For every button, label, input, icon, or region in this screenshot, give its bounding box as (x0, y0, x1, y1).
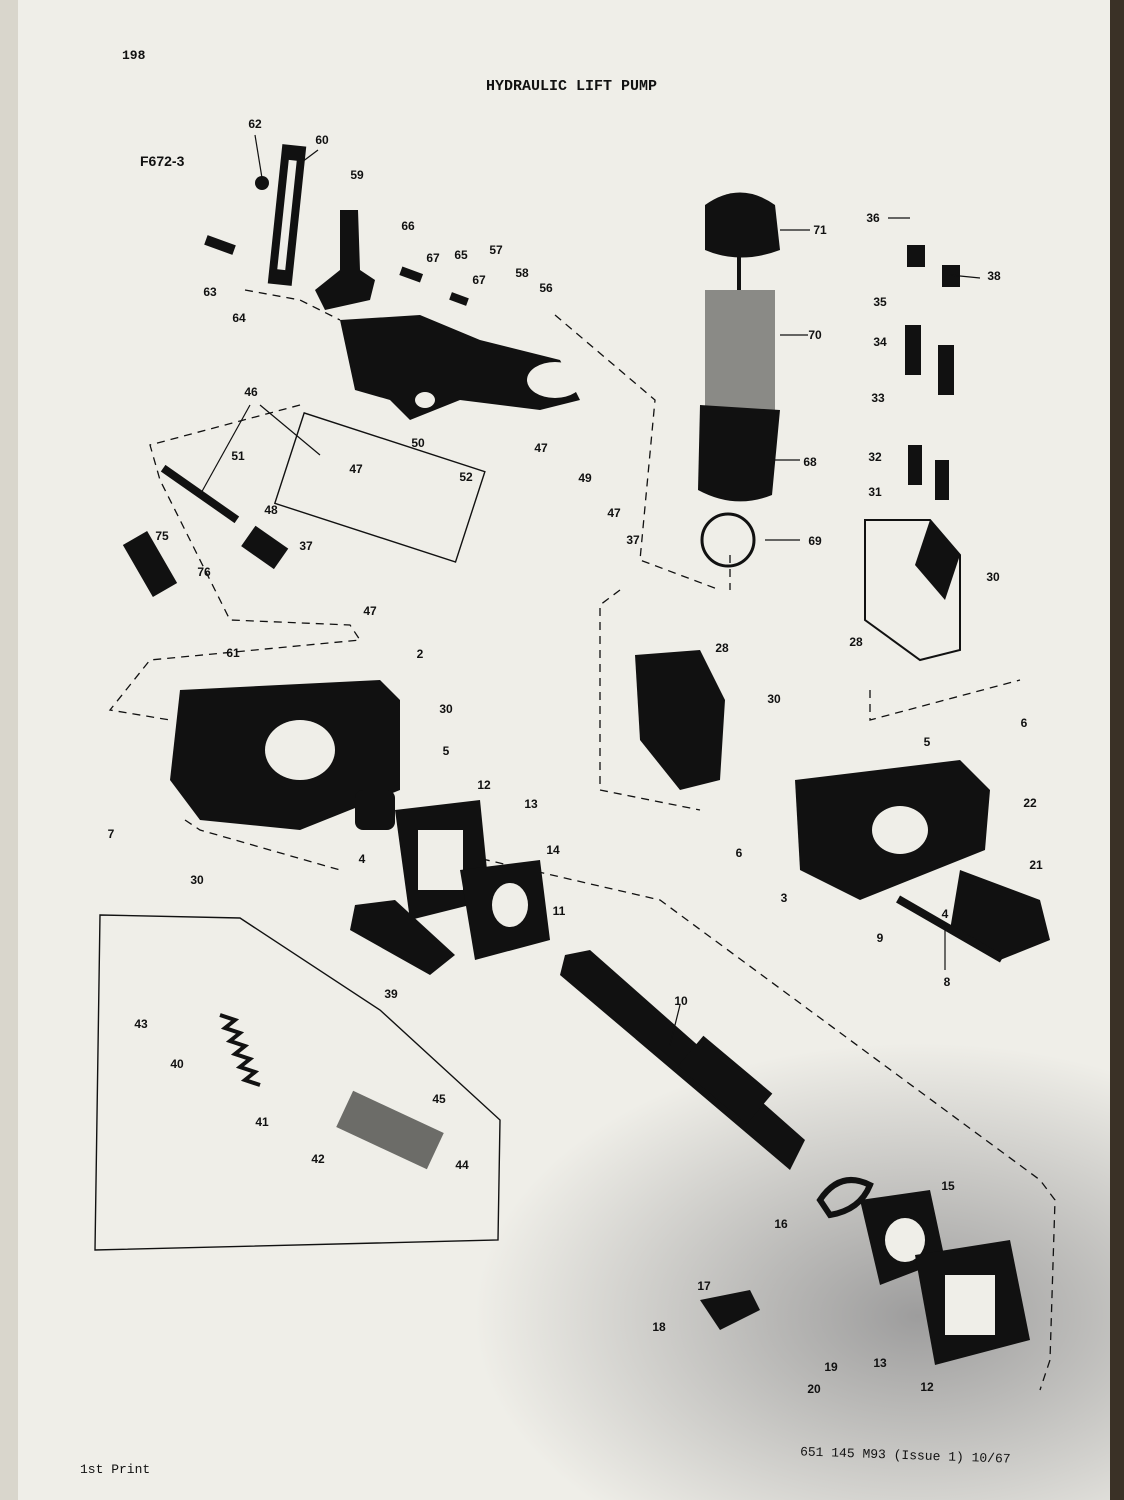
callout-10: 10 (674, 994, 688, 1008)
page-number: 198 (122, 48, 146, 63)
callout-75: 75 (155, 529, 169, 543)
callout-52: 52 (459, 470, 473, 484)
inset-boxes (94, 412, 501, 1251)
footer-print-note: 1st Print (80, 1462, 151, 1477)
callout-47a: 47 (534, 441, 548, 455)
callout-22: 22 (1023, 796, 1037, 810)
callout-14: 14 (546, 843, 560, 857)
callout-71: 71 (813, 223, 827, 237)
callout-6a: 6 (1020, 716, 1028, 730)
callout-38: 38 (987, 269, 1001, 283)
callout-47c: 47 (607, 506, 621, 520)
callout-47b: 47 (349, 462, 363, 476)
callout-49: 49 (578, 471, 592, 485)
callout-20: 20 (807, 1382, 821, 1396)
callout-9: 9 (876, 931, 884, 945)
callout-3: 3 (780, 891, 788, 905)
callout-62: 62 (248, 117, 262, 131)
callout-28a: 28 (849, 635, 863, 649)
callout-8: 8 (943, 975, 951, 989)
callout-65: 65 (454, 248, 468, 262)
callout-40: 40 (170, 1057, 184, 1071)
callout-66: 66 (401, 219, 415, 233)
callout-2: 2 (416, 647, 424, 661)
callout-6b: 6 (735, 846, 743, 860)
callout-46: 46 (244, 385, 258, 399)
assembly-guide-lines (108, 289, 1056, 1391)
callout-32: 32 (868, 450, 882, 464)
callout-4b: 4 (941, 907, 949, 921)
binder-edge (0, 0, 18, 1500)
callout-45: 45 (432, 1092, 446, 1106)
callout-58: 58 (515, 266, 529, 280)
callout-63: 63 (203, 285, 217, 299)
callout-48: 48 (264, 503, 278, 517)
figure-reference: F672-3 (140, 153, 185, 169)
leader-lines (199, 134, 981, 1046)
callout-17: 17 (697, 1279, 711, 1293)
callout-43: 43 (134, 1017, 148, 1031)
callout-68: 68 (803, 455, 817, 469)
callout-28b: 28 (715, 641, 729, 655)
callout-30b: 30 (767, 692, 781, 706)
callout-16: 16 (774, 1217, 788, 1231)
callout-19: 19 (824, 1360, 838, 1374)
callout-5b: 5 (923, 735, 931, 749)
callout-30d: 30 (190, 873, 204, 887)
callout-30a: 30 (986, 570, 1000, 584)
callout-5a: 5 (442, 744, 450, 758)
callout-34: 34 (873, 335, 887, 349)
callout-30c: 30 (439, 702, 453, 716)
callout-15: 15 (941, 1179, 955, 1193)
callout-60: 60 (315, 133, 329, 147)
callout-42: 42 (311, 1152, 325, 1166)
callout-12b: 12 (920, 1380, 934, 1394)
callout-21: 21 (1029, 858, 1043, 872)
callout-47d: 47 (363, 604, 377, 618)
callout-51: 51 (231, 449, 245, 463)
callout-36: 36 (866, 211, 880, 225)
callout-11: 11 (552, 904, 566, 918)
callout-64: 64 (232, 311, 246, 325)
callout-76: 76 (197, 565, 211, 579)
callout-69: 69 (808, 534, 822, 548)
pump-parts (122, 144, 1050, 1365)
callout-57: 57 (489, 243, 503, 257)
callout-33: 33 (871, 391, 885, 405)
callout-67b: 67 (472, 273, 486, 287)
callout-13b: 13 (873, 1356, 887, 1370)
callout-13a: 13 (524, 797, 538, 811)
callout-37b: 37 (299, 539, 313, 553)
callout-41: 41 (255, 1115, 269, 1129)
callout-39: 39 (384, 987, 398, 1001)
callout-37a: 37 (626, 533, 640, 547)
callout-31: 31 (868, 485, 882, 499)
callout-59: 59 (350, 168, 364, 182)
callout-70: 70 (808, 328, 822, 342)
callout-44: 44 (455, 1158, 469, 1172)
callout-61: 61 (226, 646, 240, 660)
callout-4a: 4 (358, 852, 366, 866)
callout-35: 35 (873, 295, 887, 309)
callout-50: 50 (411, 436, 425, 450)
callout-18: 18 (652, 1320, 666, 1334)
callout-7: 7 (107, 827, 115, 841)
page-title: HYDRAULIC LIFT PUMP (486, 78, 658, 95)
callout-12a: 12 (477, 778, 491, 792)
callout-67: 67 (426, 251, 440, 265)
callout-56: 56 (539, 281, 553, 295)
